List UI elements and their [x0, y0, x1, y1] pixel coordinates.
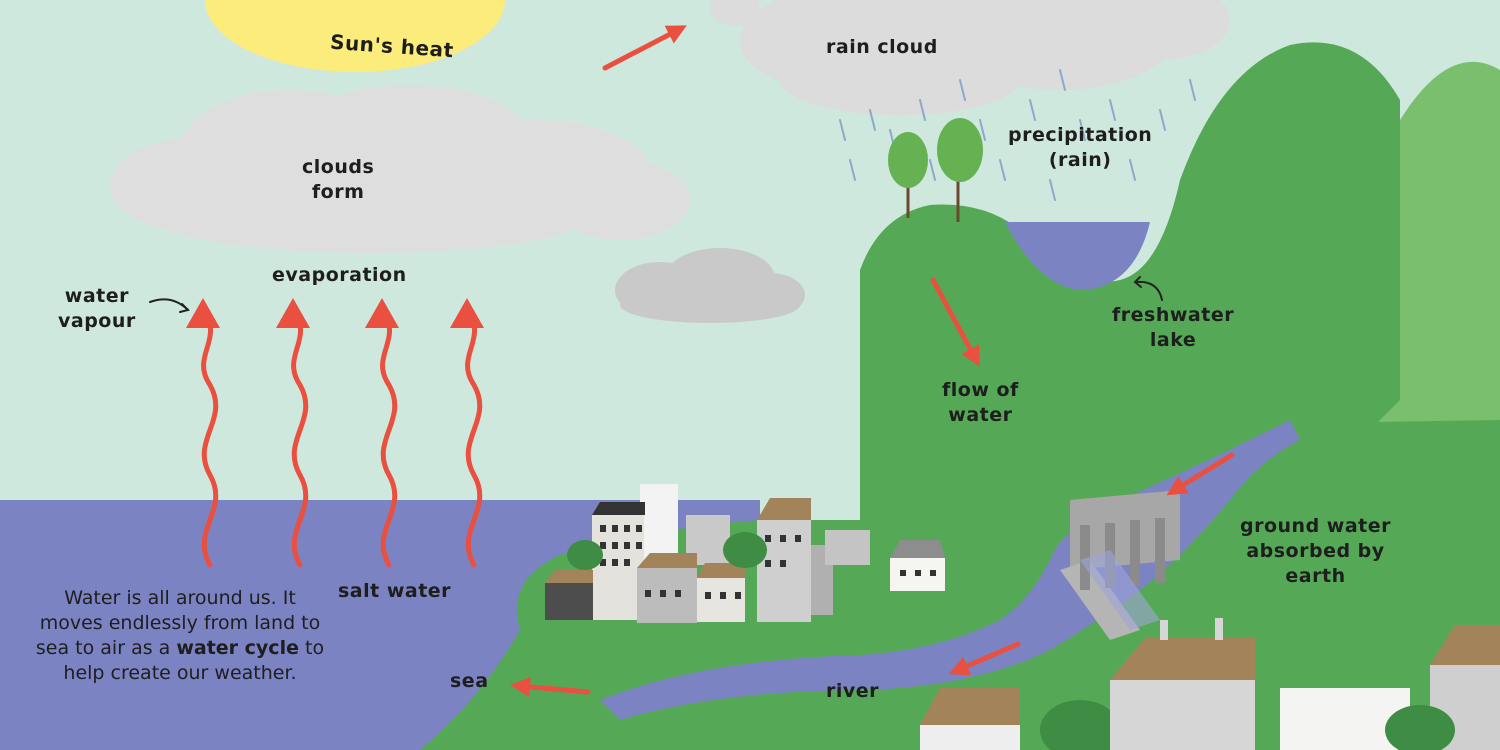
label-ground-water-line2: absorbed by — [1246, 540, 1385, 562]
label-flow-of-water: flow of water — [942, 378, 1019, 428]
sun — [205, 0, 505, 72]
evaporation-arrowheads — [186, 298, 484, 328]
flow-arrows — [510, 25, 1235, 697]
label-water-vapour-line2: vapour — [58, 310, 136, 332]
label-rain-cloud: rain cloud — [826, 36, 938, 58]
label-evaporation: evaporation — [272, 264, 407, 286]
foreground-buildings — [920, 618, 1500, 750]
label-river: river — [826, 680, 880, 702]
rain-cloud-top-left-wisp — [710, 0, 760, 26]
label-freshwater-lake: freshwater lake — [1112, 303, 1234, 353]
pointer-arrows — [149, 276, 1163, 313]
label-clouds-form-line1: clouds — [302, 156, 375, 178]
cloud-large — [110, 85, 690, 253]
intro-text-part2: to help create our weather. — [63, 637, 325, 684]
label-ground-water-line3: earth — [1285, 565, 1346, 587]
label-clouds-form-line2: form — [311, 181, 365, 203]
label-salt-water: salt water — [338, 580, 452, 602]
label-precipitation-line1: precipitation — [1008, 124, 1153, 146]
label-freshwater-lake-line2: lake — [1149, 329, 1197, 351]
trees — [888, 118, 983, 222]
intro-paragraph: Water is all around us. It moves endless… — [30, 586, 330, 686]
dam — [1060, 490, 1180, 640]
label-ground-water: ground water absorbed by earth — [1240, 514, 1391, 589]
label-water-vapour: water vapour — [58, 284, 136, 334]
label-precipitation-line2: (rain) — [1048, 149, 1112, 171]
rain-cloud — [740, 0, 1230, 115]
lowland-right — [860, 420, 1500, 750]
label-precipitation: precipitation (rain) — [1008, 123, 1152, 173]
freshwater-lake — [1005, 222, 1150, 290]
label-flow-of-water-line2: water — [948, 404, 1013, 426]
intro-text-highlight: water cycle — [176, 637, 299, 659]
cloud-small — [615, 248, 805, 323]
intro-text-part1: Water is all around us. It moves endless… — [35, 587, 321, 659]
label-flow-of-water-line1: flow of — [942, 379, 1019, 401]
label-sea: sea — [450, 670, 489, 692]
label-clouds-form: clouds form — [302, 155, 374, 205]
town-buildings — [545, 484, 945, 623]
label-water-vapour-line1: water — [64, 285, 129, 307]
label-freshwater-lake-line1: freshwater — [1112, 304, 1235, 326]
label-ground-water-line1: ground water — [1240, 515, 1392, 537]
evaporation-arrows — [200, 307, 483, 568]
